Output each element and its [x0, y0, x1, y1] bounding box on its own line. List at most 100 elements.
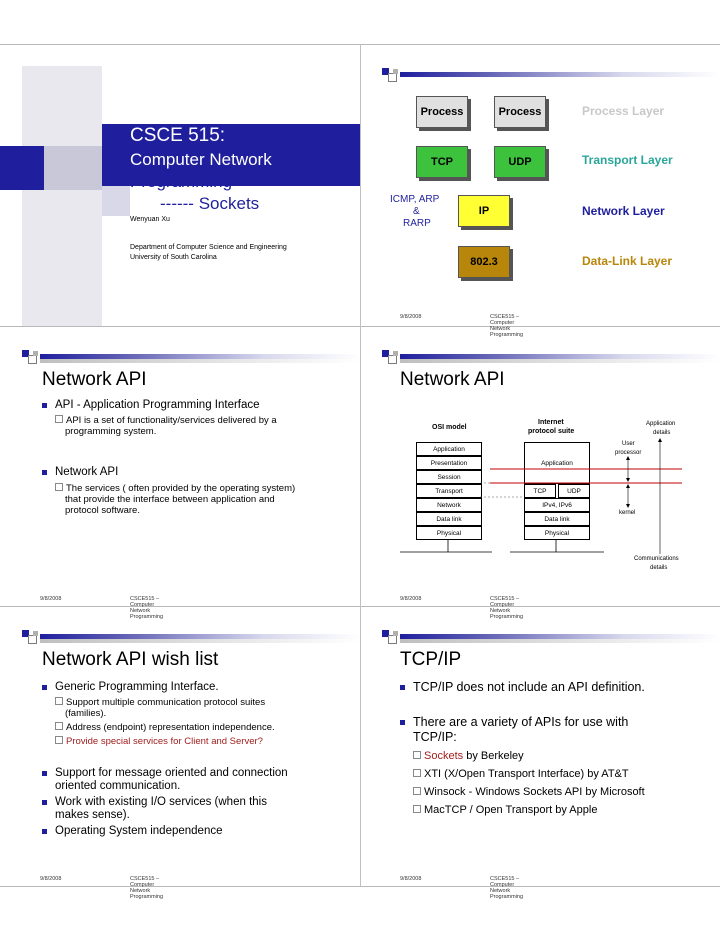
- logo-icon: [22, 350, 42, 364]
- sub-bullet: Provide special services for Client and …: [55, 736, 263, 747]
- process-layer-label: Process Layer: [582, 104, 665, 118]
- user-process-label: processor: [615, 450, 642, 456]
- rarp-label: RARP: [403, 218, 431, 229]
- footer-date: 9/8/2008: [400, 314, 422, 320]
- comm-details-label: details: [650, 565, 668, 571]
- bullet-cont: makes sense).: [55, 809, 130, 821]
- decor-square: [44, 146, 102, 190]
- header-bar: [40, 634, 360, 639]
- slide-2: Process Process Process Layer TCP UDP Tr…: [360, 44, 720, 338]
- inet-udp: UDP: [558, 484, 590, 498]
- comm-details-label: Communications: [634, 556, 679, 562]
- osi-layer: Data link: [416, 512, 482, 526]
- transport-layer-label: Transport Layer: [582, 153, 673, 167]
- sub-bullet: Sockets by Berkeley: [413, 751, 524, 762]
- footer-course: CSCE515 – Computer Network Programming: [130, 596, 164, 620]
- header-bar: [400, 634, 720, 639]
- user-process-label: User: [622, 441, 635, 447]
- slide-title: Network API wish list: [42, 649, 219, 670]
- divider: [360, 44, 361, 886]
- bullet: Generic Programming Interface.: [42, 681, 219, 693]
- bullet: Support for message oriented and connect…: [42, 767, 288, 779]
- author: Wenyuan Xu: [130, 216, 170, 223]
- logo-icon: [382, 68, 402, 82]
- sub-bullet: Support multiple communication protocol …: [55, 697, 265, 708]
- slide-5: Network API wish list Generic Programmin…: [0, 606, 360, 900]
- protocol-suite-label: protocol suite: [528, 428, 575, 435]
- osi-layer: Physical: [416, 526, 482, 540]
- app-details-label: details: [653, 430, 671, 436]
- slide-1: CSCE 515: Computer Network Programming -…: [0, 44, 360, 326]
- bullet: TCP/IP does not include an API definitio…: [400, 680, 645, 694]
- slide-6: TCP/IP TCP/IP does not include an API de…: [360, 606, 720, 900]
- sub-bullet-cont: (families).: [65, 708, 107, 719]
- slide-title: TCP/IP: [400, 649, 462, 670]
- kernel-label: kernel: [619, 510, 636, 516]
- footer-date: 9/8/2008: [40, 876, 62, 882]
- app-details-label: Application: [646, 421, 676, 427]
- title-band: [102, 124, 360, 186]
- sub-bullet-cont: that provide the interface between appli…: [65, 494, 275, 505]
- decor-strip: [22, 66, 102, 326]
- inet-physical: Physical: [524, 526, 590, 540]
- amp-label: &: [413, 206, 420, 217]
- osi-layer: Network: [416, 498, 482, 512]
- logo-icon: [22, 630, 42, 644]
- icmp-label: ICMP, ARP: [390, 194, 440, 205]
- tcp-box: TCP: [416, 146, 468, 178]
- slide-4: Network API OSI model Internet protocol …: [360, 326, 720, 620]
- header-bar: [400, 639, 720, 643]
- inet-tcp: TCP: [524, 484, 556, 498]
- osi-connectors: [400, 438, 682, 554]
- decor-square: [102, 186, 130, 216]
- footer-date: 9/8/2008: [400, 596, 422, 602]
- sub-bullet: Address (endpoint) representation indepe…: [55, 722, 275, 733]
- sub-bullet: Winsock - Windows Sockets API by Microso…: [413, 787, 645, 798]
- slide-title: Network API: [42, 369, 147, 390]
- sub-bullet: API is a set of functionality/services d…: [55, 415, 277, 426]
- bullet-cont: TCP/IP:: [413, 730, 457, 744]
- slide-title: Network API: [400, 369, 505, 390]
- sub-bullet-cont: protocol software.: [65, 505, 140, 516]
- university: University of South Carolina: [130, 254, 217, 261]
- network-layer-label: Network Layer: [582, 204, 665, 218]
- inet-datalink: Data link: [524, 512, 590, 526]
- footer-course: CSCE515 – Computer Network Programming: [130, 876, 164, 900]
- header-bar: [40, 359, 360, 363]
- slide-3: Network API API - Application Programmin…: [0, 326, 360, 620]
- bullet: Work with existing I/O services (when th…: [42, 796, 267, 808]
- decor-square: [0, 146, 44, 190]
- sub-bullet: The services ( often provided by the ope…: [55, 483, 295, 494]
- department: Department of Computer Science and Engin…: [130, 244, 287, 251]
- slide-subtitle: Computer Network: [130, 150, 272, 169]
- inet-application: Application: [524, 442, 590, 484]
- slide-subtitle: Programming: [130, 172, 233, 191]
- process-box: Process: [416, 96, 468, 128]
- ip-box: IP: [458, 195, 510, 227]
- sub-bullet: XTI (X/Open Transport Interface) by AT&T: [413, 769, 629, 780]
- bullet: Operating System independence: [42, 825, 223, 837]
- footer-course: CSCE515 – Computer Network Programming: [490, 596, 524, 620]
- datalink-layer-label: Data-Link Layer: [582, 254, 673, 268]
- footer-date: 9/8/2008: [40, 596, 62, 602]
- footer-course: CSCE515 – Computer Network Programming: [490, 314, 524, 338]
- osi-layer: Presentation: [416, 456, 482, 470]
- header-bar: [400, 72, 720, 77]
- slide-subtitle: ------ Sockets: [160, 194, 260, 213]
- header-bar: [40, 354, 360, 359]
- osi-layer: Application: [416, 442, 482, 456]
- bullet: API - Application Programming Interface: [42, 399, 260, 411]
- osi-model-label: OSI model: [432, 424, 467, 431]
- logo-icon: [382, 350, 402, 364]
- slide-title: CSCE 515:: [130, 125, 226, 146]
- bullet-cont: oriented communication.: [55, 780, 181, 792]
- footer-course: CSCE515 – Computer Network Programming: [490, 876, 524, 900]
- bullet: There are a variety of APIs for use with: [399, 715, 629, 729]
- bullet: Network API: [41, 466, 119, 478]
- process-box: Process: [494, 96, 546, 128]
- logo-icon: [382, 630, 402, 644]
- sub-bullet: MacTCP / Open Transport by Apple: [413, 805, 597, 816]
- header-bar: [400, 354, 720, 359]
- osi-layer: Transport: [416, 484, 482, 498]
- inet-network: IPv4, IPv6: [524, 498, 590, 512]
